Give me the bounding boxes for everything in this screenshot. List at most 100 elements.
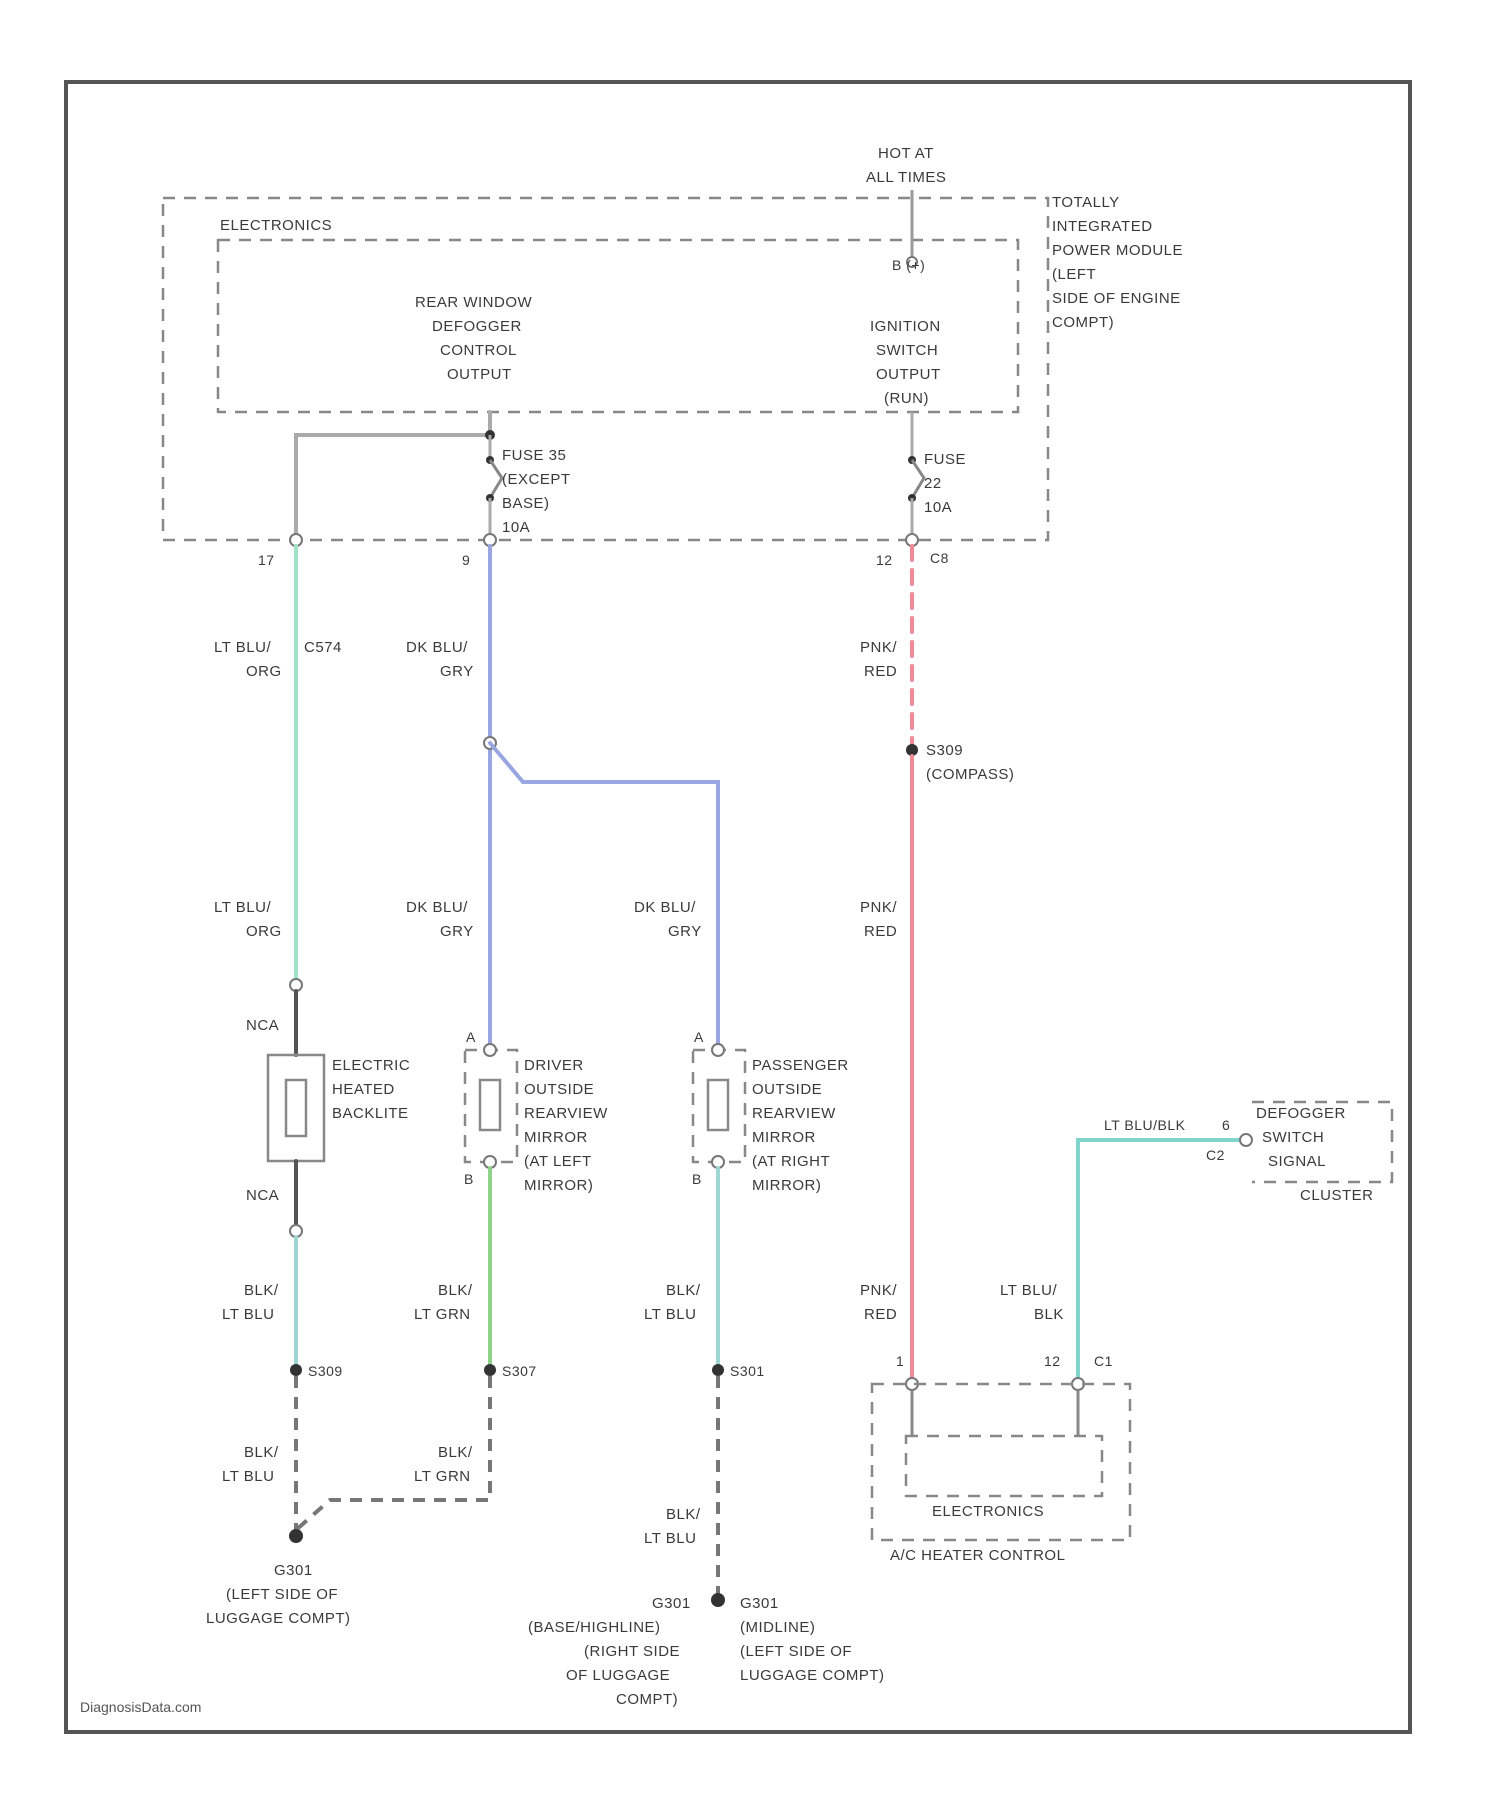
ac-electronics-box [906,1436,1102,1496]
ground-g301-left-label-3: LUGGAGE COMPT) [206,1610,351,1627]
nca-top-label: NCA [246,1017,279,1034]
wire-label-pnk-red-lower-2: RED [864,923,897,940]
fuse-35-label-2: (EXCEPT [502,471,571,488]
wire-label-dk-blu-gry: DK BLU/ [406,639,468,656]
ignition-label-3: OUTPUT [876,366,941,383]
passenger-mirror-label-4: MIRROR [752,1129,816,1146]
wire-label-lt-blu-org-lower: LT BLU/ [214,899,271,916]
ac-heater-control-label: A/C HEATER CONTROL [890,1547,1065,1564]
ground-g301-midline-label-2: (MIDLINE) [740,1619,815,1636]
ground-g301-base-label-2: (BASE/HIGHLINE) [528,1619,661,1636]
backlite-label: ELECTRIC [332,1057,410,1074]
rwd-label-3: CONTROL [440,342,517,359]
tipm-label-3: POWER MODULE [1052,242,1183,259]
driver-mirror-label: DRIVER [524,1057,584,1074]
tipm-label-4: (LEFT [1052,266,1096,283]
wire-dk-blu-gry-branch [490,743,718,1050]
cluster-label: CLUSTER [1300,1187,1374,1204]
rwd-internal-wire [296,412,490,540]
ground-wire-blk-lt-blu-2: LT BLU [222,1468,274,1485]
passenger-mirror-label-2: OUTSIDE [752,1081,822,1098]
connector-c8: C8 [930,550,949,566]
hot-at-all-times-label-2: ALL TIMES [866,169,946,186]
passenger-mirror-label: PASSENGER [752,1057,849,1074]
wire-label-blk-lt-grn-2: LT GRN [414,1306,471,1323]
ground-g301-base-label-5: COMPT) [616,1691,678,1708]
b-plus-pin: B (+) [892,257,925,273]
wire-label-lt-blu-blk: LT BLU/BLK [1104,1117,1186,1133]
ac-pin-1: 1 [896,1353,904,1369]
driver-outside-rearview-mirror [465,1050,517,1162]
ground-g301-midline-label: G301 [740,1595,779,1612]
rwd-label: REAR WINDOW [415,294,533,311]
wire-label-lt-blu-org-2: ORG [246,663,282,680]
wire-label-blk-lt-blu-2: LT BLU [222,1306,274,1323]
wire-label-blk-lt-blu-passenger-2: LT BLU [644,1306,696,1323]
ground-wire-blk-lt-grn: BLK/ [438,1444,473,1461]
ac-pin-12: 12 [1044,1353,1061,1369]
splice-s309-compass: S309 [926,742,963,759]
wire-label-dk-blu-gry-lower-2: GRY [440,923,474,940]
passenger-mirror-pin-a: A [694,1029,704,1045]
ground-g301-base-label-4: OF LUGGAGE [566,1667,670,1684]
ground-wire-blk-lt-blu-passenger: BLK/ [666,1506,701,1523]
backlite-label-3: BACKLITE [332,1105,409,1122]
splice-s309-compass-2: (COMPASS) [926,766,1014,783]
ground-g301-left-label-2: (LEFT SIDE OF [226,1586,338,1603]
passenger-mirror-label-6: MIRROR) [752,1177,821,1194]
fuse-22-label-2: 22 [924,475,942,492]
fuse-22-icon [912,460,924,498]
electric-heated-backlite [268,1055,324,1161]
splice-s301: S301 [730,1363,765,1379]
wire-label-dk-blu-gry-2: GRY [440,663,474,680]
ground-wire-blk-lt-grn-2: LT GRN [414,1468,471,1485]
defogger-signal-label-3: SIGNAL [1268,1153,1326,1170]
splice-s309: S309 [308,1363,343,1379]
cluster-pin-6: 6 [1222,1117,1230,1133]
ground-g301-midline-label-4: LUGGAGE COMPT) [740,1667,885,1684]
passenger-outside-rearview-mirror [693,1050,745,1162]
wire-label-pnk-red-bottom: PNK/ [860,1282,897,1299]
ground-g301-left-label: G301 [274,1562,313,1579]
wire-label-blk-lt-grn: BLK/ [438,1282,473,1299]
watermark: DiagnosisData.com [80,1699,201,1715]
wire-label-lt-blu-blk-lower: LT BLU/ [1000,1282,1057,1299]
driver-mirror-label-6: MIRROR) [524,1177,593,1194]
passenger-mirror-label-5: (AT RIGHT [752,1153,830,1170]
wire-label-pnk-red-bottom-2: RED [864,1306,897,1323]
ignition-label: IGNITION [870,318,941,335]
fuse-35-label-3: BASE) [502,495,550,512]
ground-wire-blk-lt-blu: BLK/ [244,1444,279,1461]
passenger-mirror-pin-b: B [692,1171,702,1187]
driver-mirror-label-3: REARVIEW [524,1105,608,1122]
fuse-35-icon [490,460,502,498]
ground-g301-left [289,1529,303,1543]
pin-17: 17 [258,552,275,568]
ground-g301-right [711,1593,725,1607]
wire-label-dk-blu-gry-branch: DK BLU/ [634,899,696,916]
ignition-label-4: (RUN) [884,390,929,407]
nca-bottom-label: NCA [246,1187,279,1204]
wire-label-blk-lt-blu: BLK/ [244,1282,279,1299]
wire-label-dk-blu-gry-lower: DK BLU/ [406,899,468,916]
fuse-35-label-4: 10A [502,519,530,536]
ground-g301-midline-label-3: (LEFT SIDE OF [740,1643,852,1660]
tipm-label-5: SIDE OF ENGINE [1052,290,1181,307]
electronics-label: ELECTRONICS [220,217,332,234]
pin-12: 12 [876,552,893,568]
driver-mirror-label-5: (AT LEFT [524,1153,592,1170]
ground-g301-base-label-3: (RIGHT SIDE [584,1643,680,1660]
fuse-22-label-3: 10A [924,499,952,516]
defogger-signal-label-2: SWITCH [1262,1129,1324,1146]
defogger-signal-label: DEFOGGER [1256,1105,1346,1122]
pin-9: 9 [462,552,470,568]
wire-label-pnk-red-2: RED [864,663,897,680]
wire-label-lt-blu-org: LT BLU/ [214,639,271,656]
fuse-22-label: FUSE [924,451,966,468]
tipm-label-2: INTEGRATED [1052,218,1153,235]
connector-c574: C574 [304,639,342,656]
ac-electronics-label: ELECTRONICS [932,1503,1044,1520]
wire-lt-blu-blk [1078,1140,1240,1378]
backlite-label-2: HEATED [332,1081,395,1098]
